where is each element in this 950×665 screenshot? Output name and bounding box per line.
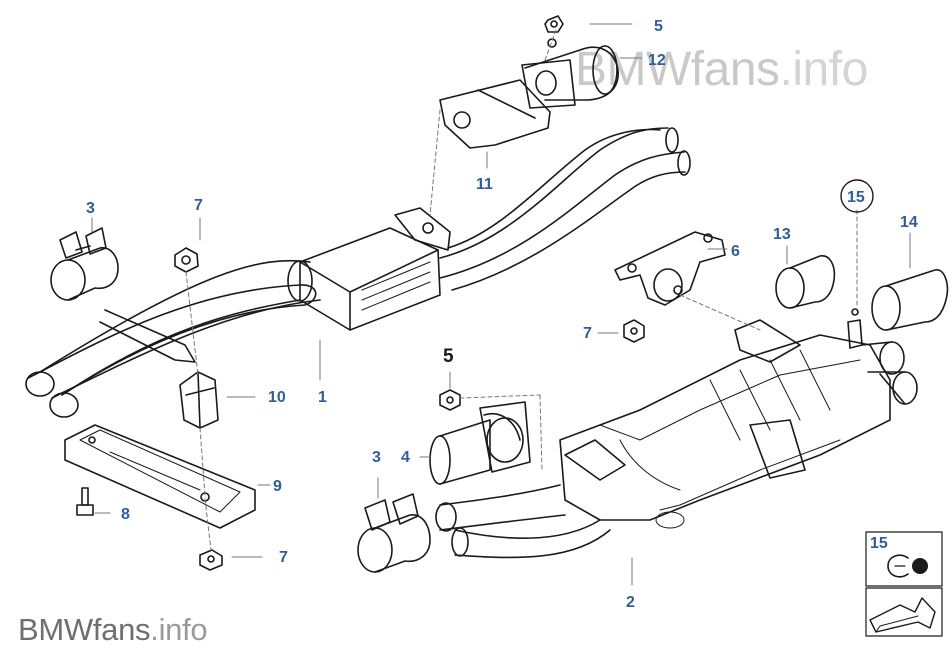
clip-icon <box>887 554 928 578</box>
watermark-top-suffix: .info <box>779 43 869 96</box>
callout-2: 2 <box>626 594 635 611</box>
watermark-top: BMWfans.info <box>575 42 868 97</box>
callout-11: 11 <box>476 176 493 193</box>
arrow-icon <box>869 597 936 633</box>
callout-3-upper: 3 <box>86 200 95 217</box>
callout-10: 10 <box>268 389 286 406</box>
callout-1: 1 <box>318 389 327 406</box>
watermark-bottom: BMWfans.info <box>18 612 208 648</box>
bracket-11 <box>439 79 551 149</box>
callout-14: 14 <box>900 214 918 231</box>
callout-6: 6 <box>731 243 740 260</box>
nut-7-right <box>623 319 645 343</box>
callout-13: 13 <box>773 226 791 243</box>
callout-15-circled: 15 <box>847 189 865 206</box>
watermark-bottom-suffix: .info <box>150 612 208 647</box>
clamp-3-lower <box>357 493 431 573</box>
callout-3-lower: 3 <box>372 449 381 466</box>
clip-15 <box>847 308 863 349</box>
pipe-4 <box>429 401 531 485</box>
callout-8: 8 <box>121 506 130 523</box>
inset-clip-box <box>865 531 943 587</box>
tip-13 <box>775 255 836 309</box>
callout-5-top: 5 <box>654 18 663 35</box>
nut-5-top <box>544 15 564 33</box>
watermark-top-brand: BMWfans <box>575 43 780 96</box>
leader-lines <box>91 23 911 586</box>
clamp-3-upper <box>50 227 119 301</box>
bracket-10 <box>179 371 219 429</box>
callout-7-bottom: 7 <box>279 549 288 566</box>
nut-7-bottom <box>199 549 223 571</box>
nut-7-left <box>174 247 199 273</box>
pipe-12 <box>521 38 619 109</box>
callout-9: 9 <box>273 478 282 495</box>
rear-silencer <box>435 319 918 559</box>
callout-15-inset: 15 <box>870 535 888 552</box>
callout-5-lower: 5 <box>443 346 454 367</box>
watermark-bottom-brand: BMWfans <box>18 612 151 647</box>
callout-7-right: 7 <box>583 325 592 342</box>
tip-14 <box>871 269 949 331</box>
callout-12: 12 <box>648 52 666 69</box>
callout-7-left: 7 <box>194 197 203 214</box>
inset-arrow-box <box>865 587 943 637</box>
callout-4: 4 <box>401 449 410 466</box>
bolt-8 <box>76 487 94 516</box>
bracket-6 <box>614 231 726 306</box>
nut-5-lower <box>439 389 461 411</box>
callout-15-circle <box>840 179 874 213</box>
callouts: 5 12 11 3 7 13 14 6 7 10 1 9 8 7 3 4 2 1… <box>86 18 918 611</box>
front-pipe-assembly <box>25 127 691 418</box>
